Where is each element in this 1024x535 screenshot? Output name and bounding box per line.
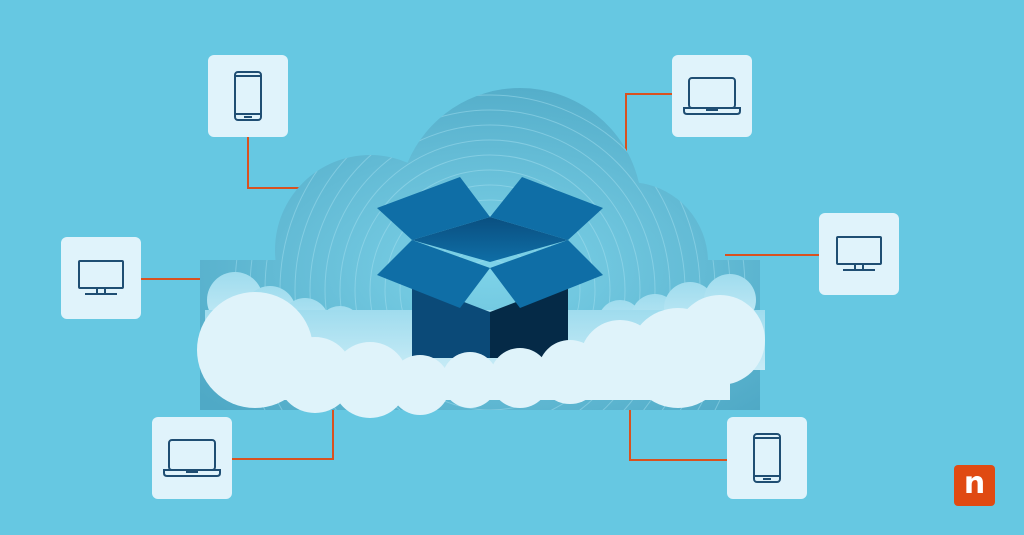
laptop-icon xyxy=(683,77,741,115)
device-tile-monitor-right xyxy=(819,213,899,295)
laptop-icon xyxy=(163,439,221,477)
connector-laptop-bottom-left xyxy=(232,405,334,460)
ninjaone-logo-icon: n xyxy=(954,465,995,506)
device-tile-laptop-bottom-left xyxy=(152,417,232,499)
device-tile-phone-bottom-right xyxy=(727,417,807,499)
monitor-icon xyxy=(836,236,882,271)
smartphone-icon xyxy=(753,433,781,483)
logo-letter: n xyxy=(963,465,986,501)
device-tile-phone-top-left xyxy=(208,55,288,137)
monitor-icon xyxy=(78,260,124,295)
smartphone-icon xyxy=(234,71,262,121)
cloud-front xyxy=(197,292,765,418)
connector-phone-bottom-right xyxy=(629,402,727,461)
device-tile-monitor-left xyxy=(61,237,141,319)
device-tile-laptop-top-right xyxy=(672,55,752,137)
open-box-icon xyxy=(377,177,603,358)
connector-phone-top-left xyxy=(247,137,305,189)
